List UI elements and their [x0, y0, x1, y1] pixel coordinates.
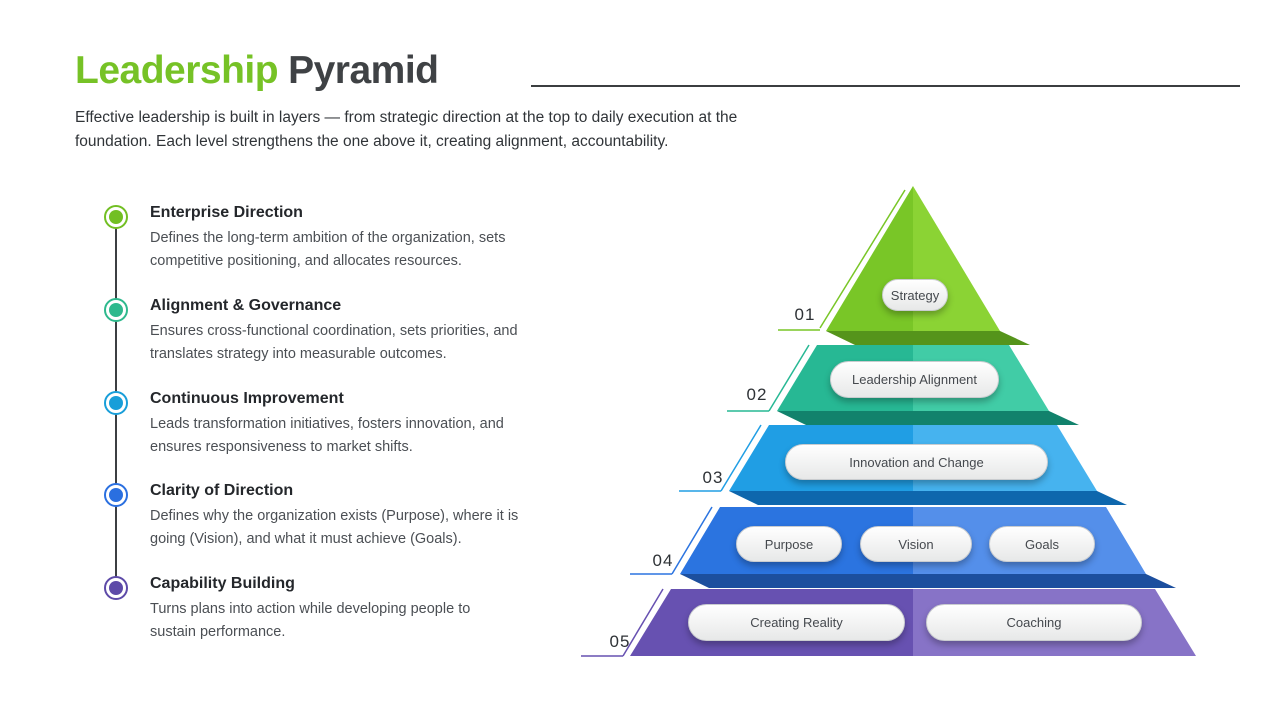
subtitle-line: Effective leadership is built in layers … [75, 109, 738, 126]
callout-line-5 [622, 588, 664, 657]
timeline-item-clarity-of-direction: Clarity of Direction Defines why the org… [104, 482, 519, 551]
timeline-marker-icon [104, 298, 128, 322]
pill-vision: Vision [860, 526, 972, 562]
pyramid-svg [581, 186, 1196, 657]
page-title-rest: Pyramid [288, 49, 439, 92]
timeline-item-description: Turns plans into action while developing… [150, 601, 471, 640]
timeline-item-description: Ensures cross-functional coordination, s… [150, 323, 518, 362]
title-rule [531, 85, 1240, 87]
pill-coaching: Coaching [926, 604, 1142, 641]
callout-line-3 [720, 424, 762, 492]
level-number-3: 03 [702, 468, 724, 487]
timeline-marker-icon [104, 576, 128, 600]
timeline-item-title: Clarity of Direction [150, 482, 294, 499]
subtitle-line: foundation. Each level strengthens the o… [75, 133, 669, 150]
pill-purpose: Purpose [736, 526, 842, 562]
level-number-5: 05 [609, 632, 631, 651]
layer-4-shadow [680, 574, 1176, 588]
pill-innovation-and-change: Innovation and Change [785, 444, 1048, 480]
pill-leadership-alignment: Leadership Alignment [830, 361, 999, 398]
timeline-item-enterprise-direction: Enterprise Direction Defines the long-te… [104, 204, 506, 273]
timeline-item-description: Defines the long-term ambition of the or… [150, 230, 506, 269]
timeline-item-title: Enterprise Direction [150, 204, 303, 221]
level-number-2: 02 [746, 385, 768, 404]
pyramid-diagram: 01 02 03 04 05 Strategy Leadership Align… [580, 170, 1220, 670]
subtitle: Effective leadership is built in layers … [75, 106, 835, 154]
callout-line-1 [819, 189, 906, 329]
timeline-item-title: Alignment & Governance [150, 297, 342, 314]
level-number-1: 01 [794, 305, 816, 324]
timeline-marker-icon [104, 483, 128, 507]
timeline-item-description: Leads transformation initiatives, foster… [150, 416, 504, 455]
timeline-item-title: Capability Building [150, 575, 295, 592]
layer-2-shadow [777, 411, 1079, 425]
timeline-item-continuous-improvement: Continuous Improvement Leads transformat… [104, 390, 504, 459]
timeline-marker-icon [104, 205, 128, 229]
layer-1-shadow [826, 331, 1030, 345]
timeline-item-description: Defines why the organization exists (Pur… [150, 508, 519, 547]
pill-goals: Goals [989, 526, 1095, 562]
timeline-marker-icon [104, 391, 128, 415]
timeline-item-capability-building: Capability Building Turns plans into act… [104, 575, 471, 644]
callout-line-4 [671, 506, 713, 575]
level-number-4: 04 [652, 551, 674, 570]
pill-strategy: Strategy [882, 279, 948, 311]
page-title-accent: Leadership [75, 49, 279, 92]
callout-line-2 [768, 344, 810, 412]
pill-creating-reality: Creating Reality [688, 604, 905, 641]
timeline-item-title: Continuous Improvement [150, 390, 344, 407]
timeline-item-alignment-governance: Alignment & Governance Ensures cross-fun… [104, 297, 518, 366]
layer-3-shadow [729, 491, 1127, 505]
